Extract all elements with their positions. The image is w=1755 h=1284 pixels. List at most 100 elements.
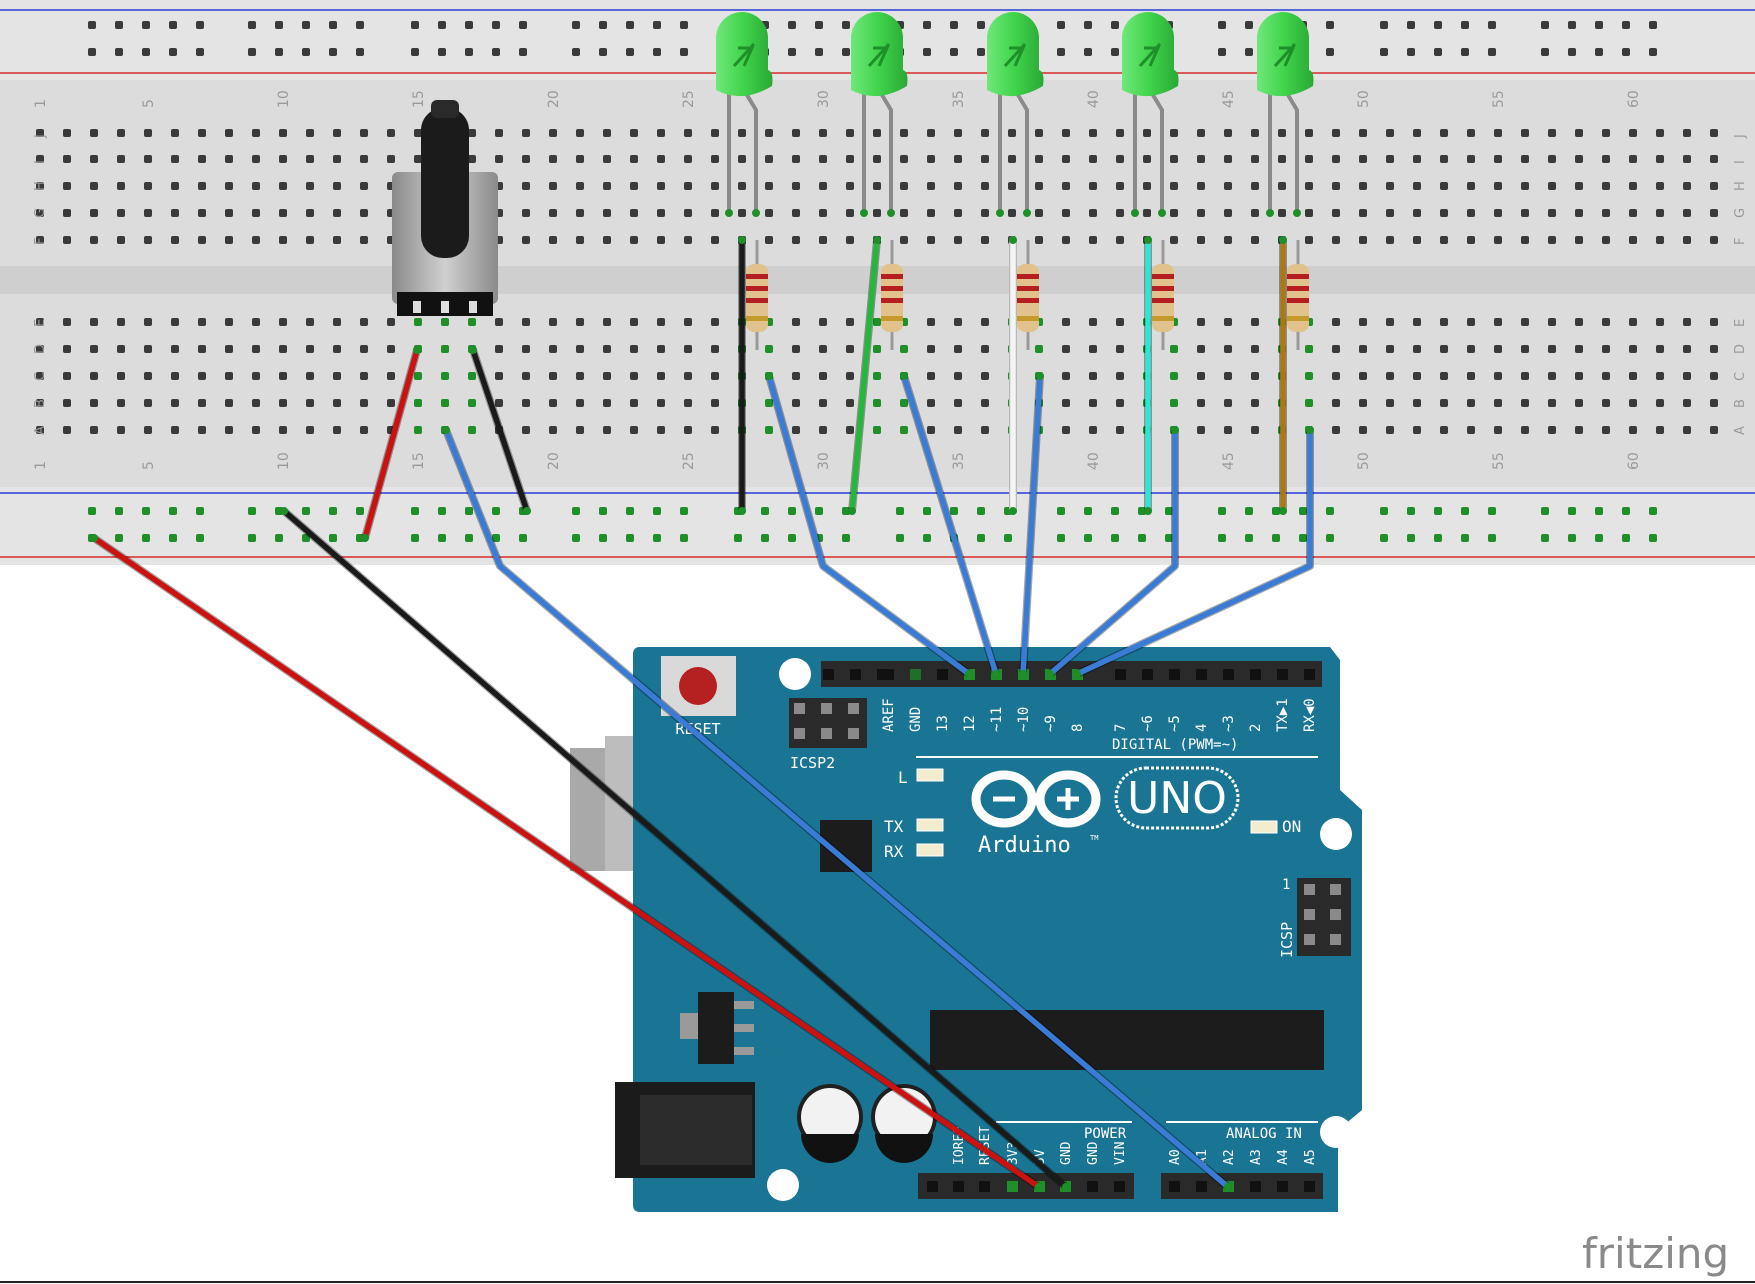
- breadboard-hole: [360, 236, 368, 244]
- rail-hole: [1568, 48, 1576, 56]
- wire-end: [1224, 1183, 1232, 1191]
- signal-wire-8[interactable]: [1073, 426, 1314, 678]
- breadboard-hole: [1224, 318, 1232, 326]
- rail-hole: [88, 48, 96, 56]
- breadboard-hole: [522, 345, 530, 353]
- breadboard-hole: [198, 318, 206, 326]
- gnd-wire[interactable]: [280, 507, 1070, 1191]
- breadboard-hole: [198, 345, 206, 353]
- rail-hole: [1434, 534, 1442, 542]
- rail-hole: [1272, 534, 1280, 542]
- breadboard-hole: [1656, 426, 1664, 434]
- led-l: [916, 768, 944, 782]
- jumper-wire-green[interactable]: [848, 236, 881, 515]
- column-number: 1: [33, 461, 49, 470]
- rail-hole: [142, 48, 150, 56]
- jumper-wire-brown[interactable]: [1279, 236, 1287, 515]
- breadboard-hole: [198, 155, 206, 163]
- icsp-pin: [1330, 884, 1341, 895]
- rail-hole: [411, 534, 419, 542]
- wire-core: [1020, 373, 1043, 677]
- led[interactable]: [851, 12, 908, 217]
- breadboard-hole: [252, 182, 260, 190]
- resistor[interactable]: [746, 240, 768, 350]
- breadboard-hole: [1575, 426, 1583, 434]
- row-letter: G: [1733, 208, 1748, 218]
- analog-pin-label: A4: [1276, 1149, 1291, 1165]
- power-wire-5v[interactable]: [90, 534, 1043, 1191]
- atmega-chip: [930, 1010, 1324, 1070]
- signal-wire-a2[interactable]: [442, 426, 1232, 1191]
- led[interactable]: [1122, 12, 1179, 217]
- led-leg-end: [887, 209, 895, 217]
- breadboard-hole: [657, 345, 665, 353]
- breadboard-hole: [630, 426, 638, 434]
- breadboard-hole: [90, 399, 98, 407]
- resistor[interactable]: [1287, 240, 1309, 350]
- wire-end: [992, 670, 1000, 678]
- rail-hole: [950, 507, 958, 515]
- breadboard-hole: [117, 209, 125, 217]
- breadboard-hole: [90, 345, 98, 353]
- signal-wire-10[interactable]: [1019, 372, 1044, 678]
- breadboard-hole: [1386, 426, 1394, 434]
- breadboard-hole: [117, 129, 125, 137]
- resistor-band: [746, 274, 768, 279]
- rail-hole: [1380, 21, 1388, 29]
- led[interactable]: [987, 12, 1044, 217]
- wire-end: [1019, 670, 1027, 678]
- rail-hole: [842, 534, 850, 542]
- rail-hole: [88, 507, 96, 515]
- potentiometer[interactable]: [392, 100, 498, 316]
- jumper-wire-cyan[interactable]: [1144, 236, 1152, 515]
- breadboard-hole: [1548, 399, 1556, 407]
- rail-hole: [169, 48, 177, 56]
- breadboard-hole: [657, 129, 665, 137]
- breadboard-hole: [495, 399, 503, 407]
- rail-hole: [1326, 48, 1334, 56]
- rail-hole: [1541, 534, 1549, 542]
- breadboard-hole: [90, 209, 98, 217]
- digital-pin-label: 8: [1070, 724, 1086, 732]
- resistor[interactable]: [1152, 240, 1174, 350]
- jumper-wire-black[interactable]: [738, 236, 746, 515]
- breadboard-hole: [522, 372, 530, 380]
- breadboard-hole: [1116, 426, 1124, 434]
- breadboard-hole: [1413, 236, 1421, 244]
- rail-hole: [1595, 534, 1603, 542]
- breadboard-hole: [1494, 182, 1502, 190]
- rail-hole: [896, 507, 904, 515]
- signal-wire-12[interactable]: [765, 372, 973, 678]
- breadboard-hole: [1494, 129, 1502, 137]
- column-number: 1: [33, 99, 49, 108]
- breadboard-hole: [1170, 129, 1178, 137]
- resistor[interactable]: [1017, 240, 1039, 350]
- resistor-band: [746, 316, 768, 321]
- breadboard-hole: [954, 182, 962, 190]
- breadboard-hole: [765, 426, 773, 434]
- breadboard-hole: [1548, 426, 1556, 434]
- digital-pin-label: ~11: [989, 707, 1005, 732]
- rail-hole: [842, 48, 850, 56]
- breadboard-hole: [1062, 318, 1070, 326]
- pot-wire-black[interactable]: [469, 346, 531, 515]
- resistor[interactable]: [881, 240, 903, 350]
- breadboard-hole: [1548, 236, 1556, 244]
- breadboard-hole: [1143, 155, 1151, 163]
- bottom-power-rail: [0, 487, 1755, 565]
- led[interactable]: [1257, 12, 1314, 217]
- rail-hole: [1461, 507, 1469, 515]
- breadboard-hole: [1467, 182, 1475, 190]
- breadboard-hole: [1332, 399, 1340, 407]
- pot-wire-red[interactable]: [361, 346, 421, 542]
- fritzing-watermark: fritzing: [1582, 1229, 1729, 1278]
- led[interactable]: [716, 12, 773, 217]
- header-pin: [1007, 1181, 1018, 1192]
- signal-wire-11[interactable]: [900, 372, 1000, 678]
- jumper-wire-white[interactable]: [1009, 236, 1017, 515]
- reset-button[interactable]: [679, 667, 717, 705]
- signal-wire-9[interactable]: [1046, 426, 1179, 678]
- breadboard-hole: [981, 318, 989, 326]
- breadboard-hole: [1224, 209, 1232, 217]
- breadboard-hole: [927, 129, 935, 137]
